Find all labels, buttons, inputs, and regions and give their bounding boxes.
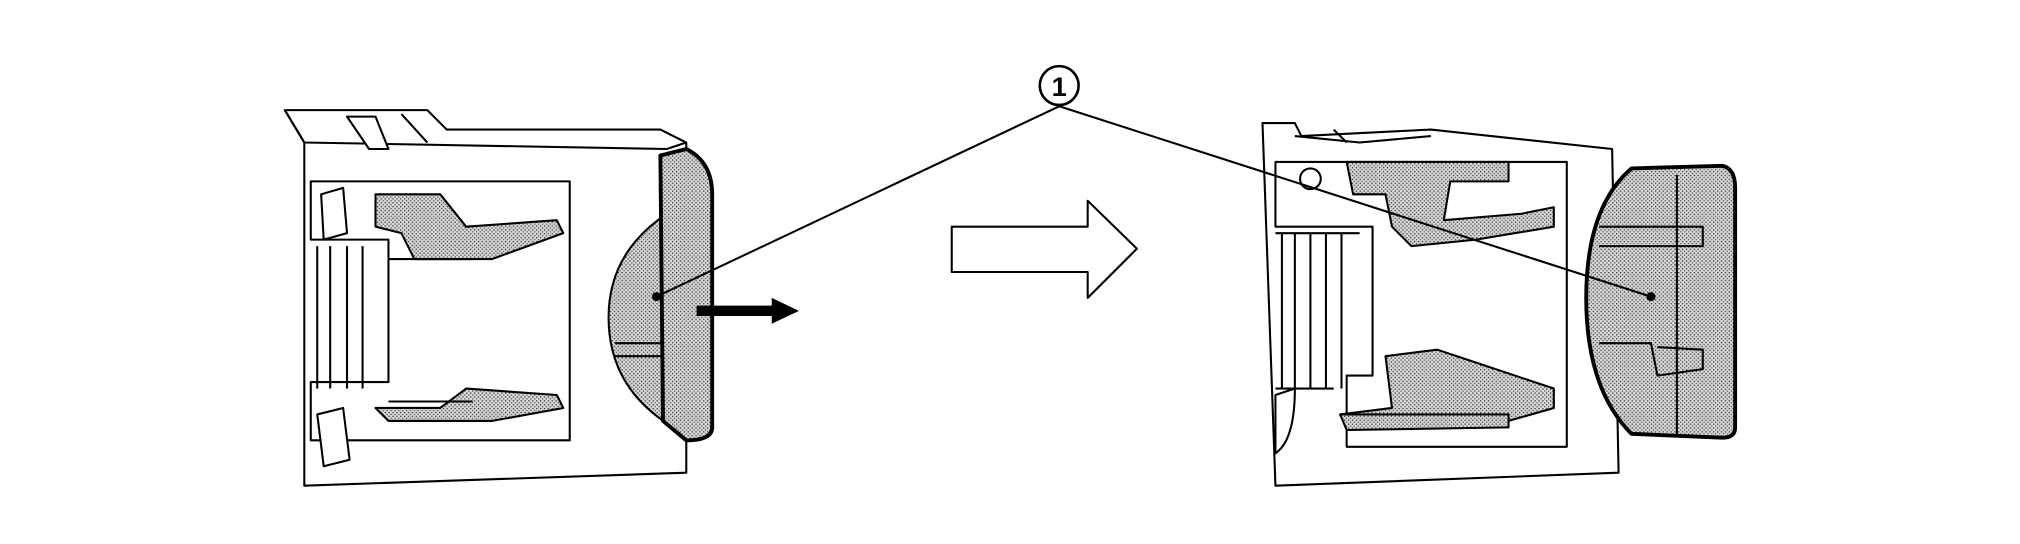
callout-1: 1 xyxy=(651,64,1656,302)
connector-before xyxy=(283,109,715,487)
transition-arrow xyxy=(950,199,1138,299)
pull-direction-arrow xyxy=(696,297,799,324)
callout-label: 1 xyxy=(1052,71,1067,102)
connector-after xyxy=(1261,122,1738,487)
